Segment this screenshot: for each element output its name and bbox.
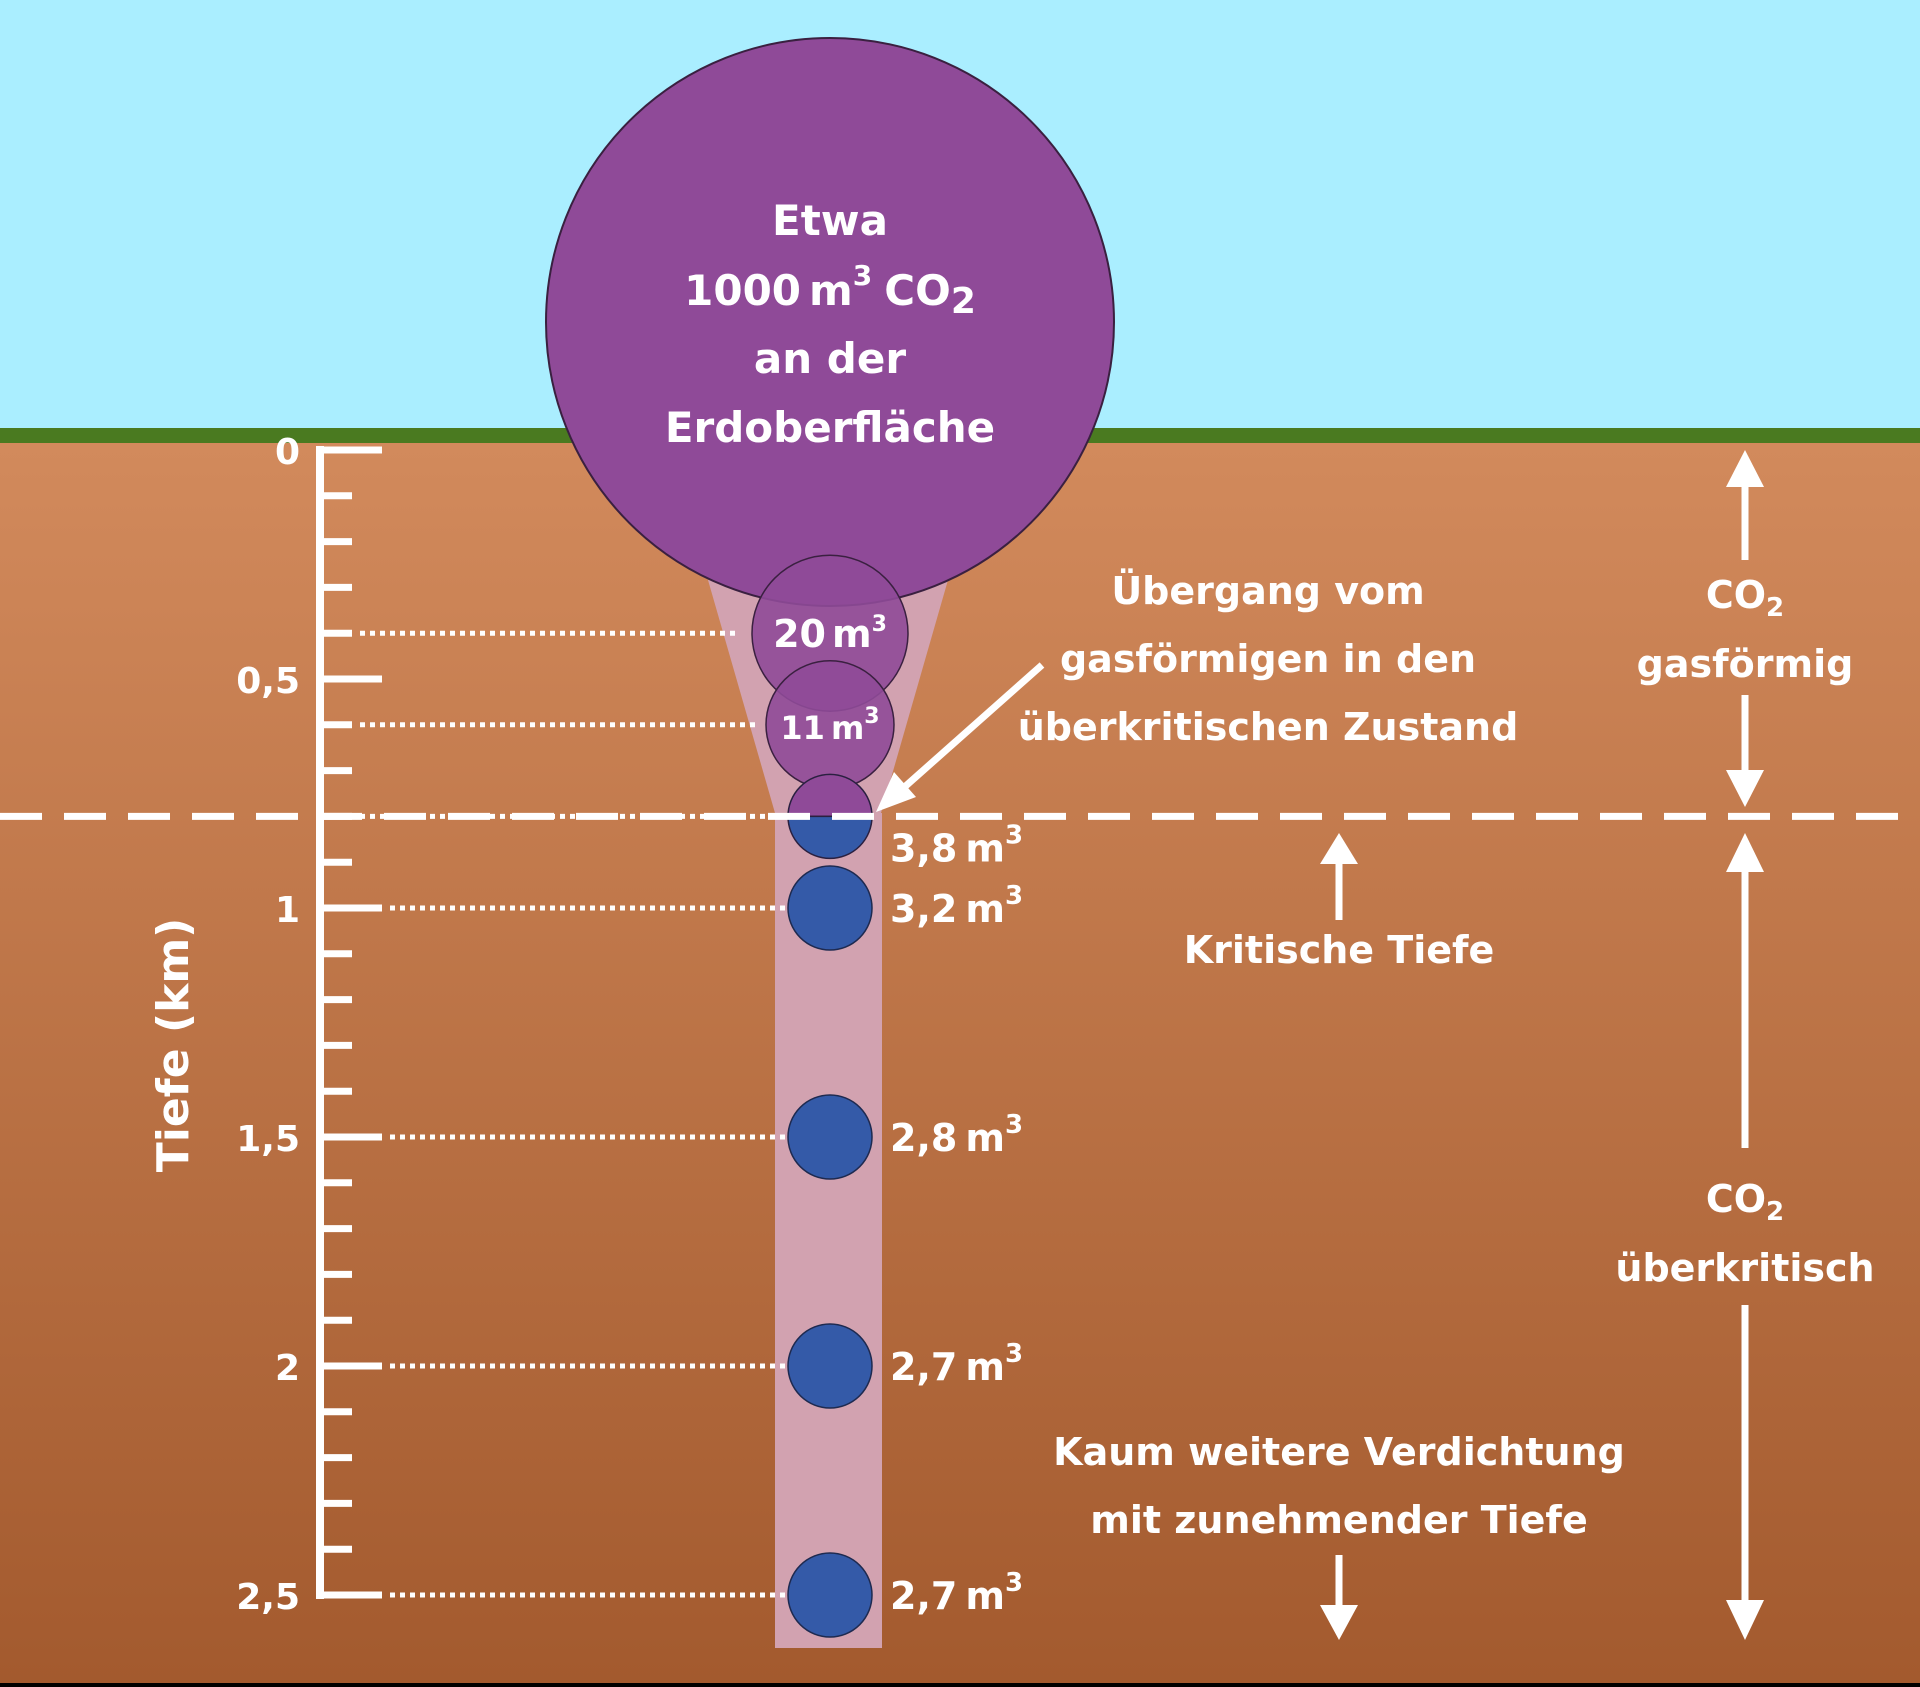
supercritical-bubble — [787, 1552, 873, 1638]
kaum-text-line2: mit zunehmender Tiefe — [1090, 1498, 1587, 1542]
gas-state-formula: CO2 — [1706, 573, 1784, 623]
transition-text-line1: Übergang vom — [1111, 569, 1424, 613]
transition-text-line2: gasförmigen in den — [1060, 637, 1476, 681]
kaum-arrow — [1320, 1555, 1358, 1640]
axis-tick-label: 0 — [275, 432, 300, 473]
depth-bubbles — [751, 554, 909, 1638]
supercritical-bubble — [787, 1323, 873, 1409]
axis-tick-label: 1 — [275, 890, 300, 931]
critical-depth-arrow — [1320, 833, 1358, 920]
axis-tick-label: 1,5 — [236, 1119, 300, 1160]
injection-shaft — [775, 813, 882, 1648]
transition-bubble-supercritical-half — [787, 815, 873, 860]
surface-co2-bubble — [545, 37, 1115, 607]
gas-range-arrow-down — [1726, 695, 1764, 807]
axis-title: Tiefe (km) — [148, 918, 199, 1173]
transition-text-line3: überkritischen Zustand — [1018, 705, 1519, 749]
transition-arrow — [876, 662, 1045, 812]
gas-state-label: gasförmig — [1637, 642, 1854, 686]
kaum-text-line1: Kaum weitere Verdichtung — [1053, 1430, 1625, 1474]
supercritical-bubble — [787, 1094, 873, 1180]
supercritical-bubble — [787, 865, 873, 951]
critical-depth-label: Kritische Tiefe — [1184, 928, 1495, 972]
gas-range-arrow-up — [1726, 450, 1764, 560]
supercritical-state-formula: CO2 — [1706, 1177, 1784, 1227]
axis-tick-label: 0,5 — [236, 661, 300, 702]
depth-axis: 0 0,5 1 1,5 2 2,5 — [236, 432, 382, 1618]
supercritical-range-arrow-up — [1726, 833, 1764, 1148]
supercritical-range-arrow-down — [1726, 1305, 1764, 1640]
supercritical-state-label: überkritisch — [1615, 1246, 1874, 1290]
transition-bubble-gas-half — [787, 773, 873, 818]
surface-bubble-line4: Erdoberfläche — [665, 403, 995, 452]
surface-bubble-line3: an der — [754, 334, 906, 383]
ground — [0, 440, 1920, 1683]
axis-tick-label: 2,5 — [236, 1577, 300, 1618]
surface-bubble-line1: Etwa — [772, 196, 888, 245]
axis-tick-label: 2 — [275, 1348, 300, 1389]
